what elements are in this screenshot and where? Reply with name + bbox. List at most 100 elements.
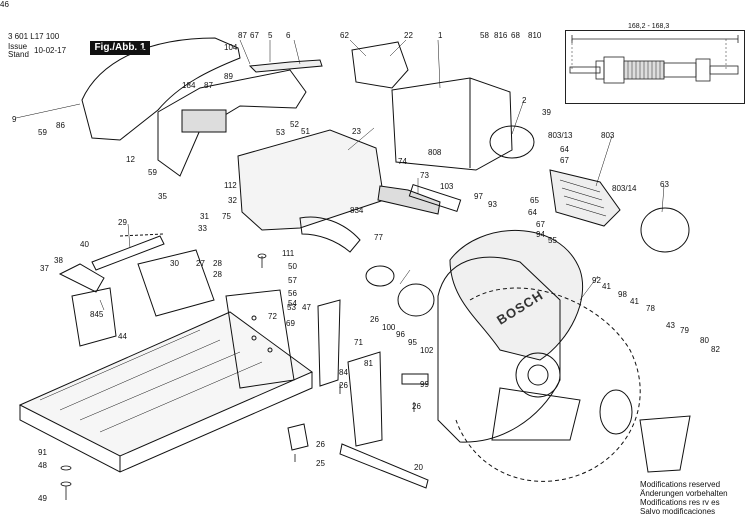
callout-number: 112: [224, 181, 237, 190]
callout-number: 55: [548, 236, 557, 245]
callout-number: 41: [602, 282, 611, 291]
handle-vent-grille: [181, 109, 227, 133]
callout-number: 31: [200, 212, 209, 221]
plate-84: [347, 351, 383, 447]
callout-number: 32: [228, 196, 237, 205]
note-fr: Modifications res rv es: [640, 498, 720, 507]
callout-number: 81: [364, 359, 373, 368]
callout-number: 49: [38, 494, 47, 503]
fence-bracket: [225, 289, 295, 389]
callout-number: 75: [222, 212, 231, 221]
callout-number: 103: [440, 182, 454, 191]
callout-number: 86: [56, 121, 65, 130]
callout-number: 65: [530, 196, 539, 205]
callout-number: 26: [412, 402, 421, 411]
label-20: [401, 373, 429, 385]
callout-number: 84: [339, 368, 348, 377]
callout-number: 816: [494, 31, 508, 40]
figure-label: Fig./Abb. 1: [90, 41, 150, 55]
flange-77: [365, 265, 395, 287]
callout-number: 4: [191, 81, 196, 90]
callout-number: 82: [711, 345, 720, 354]
callout-number: 29: [118, 218, 127, 227]
dimension-value: 168,2 - 168,3: [626, 23, 672, 30]
armature: [549, 169, 621, 227]
callout-number: 59: [38, 128, 47, 137]
brush-holder: [351, 41, 409, 89]
callout-number: 37: [40, 264, 49, 273]
callout-number: 56: [288, 289, 297, 298]
rail-92: [317, 299, 341, 387]
callout-number: 43: [666, 321, 675, 330]
callout-number: 834: [350, 206, 364, 215]
callout-number: 803/14: [612, 184, 637, 193]
callout-number: 87: [204, 81, 213, 90]
document-number: 3 601 L17 100: [8, 32, 60, 41]
callout-number: 62: [340, 31, 349, 40]
callout-number: 100: [382, 323, 396, 332]
spindle: [377, 185, 441, 215]
gear-housing: [237, 129, 385, 231]
handle-grip: [157, 69, 307, 177]
callout-number: 64: [528, 208, 537, 217]
callout-number: 5: [268, 31, 273, 40]
callout-number: 73: [420, 171, 429, 180]
callout-number: 6: [286, 31, 291, 40]
callout-number: 35: [158, 192, 167, 201]
callout-number: 58: [480, 31, 489, 40]
note-es: Salvo modificaciones: [640, 507, 716, 516]
blade-guard: [449, 230, 584, 361]
callout-number: 18: [182, 81, 191, 90]
callout-number: 95: [408, 338, 417, 347]
note-de: Änderungen vorbehalten: [640, 489, 728, 498]
callout-number: 28: [213, 270, 222, 279]
callout-number: 33: [198, 224, 207, 233]
callout-number: 51: [301, 127, 310, 136]
lower-guard: [437, 256, 561, 443]
callout-number: 94: [536, 230, 545, 239]
callout-number: 74: [398, 157, 407, 166]
vice-jaw: [71, 287, 117, 347]
callout-number: 67: [560, 156, 569, 165]
callout-number: 22: [404, 31, 413, 40]
callout-number: 68: [511, 31, 520, 40]
callout-number: 54: [288, 299, 297, 308]
callout-number: 25: [316, 459, 325, 468]
callout-number: 91: [38, 448, 47, 457]
callout-number: 72: [268, 312, 277, 321]
callout-number: 39: [542, 108, 551, 117]
vice-spindle: [91, 235, 165, 271]
bar-91: [339, 443, 429, 489]
callout-number: 845: [90, 310, 104, 319]
callout-number: 20: [414, 463, 423, 472]
callout-number: 53: [287, 303, 296, 312]
callout-number: 67: [536, 220, 545, 229]
callout-number: 87: [238, 31, 247, 40]
callout-number: 52: [290, 120, 299, 129]
callout-number: 89: [224, 72, 233, 81]
callout-number: 26: [339, 381, 348, 390]
callout-number: 808: [428, 148, 442, 157]
handle-part: [81, 37, 241, 141]
callout-number: 98: [618, 290, 627, 299]
issue-label: Issue: [8, 42, 28, 51]
callout-number: 30: [170, 259, 179, 268]
outer-flange-78: [599, 389, 633, 435]
callout-number: 59: [148, 168, 157, 177]
motor-field-coil: [489, 125, 535, 159]
callout-number: 803: [601, 131, 615, 140]
callout-number: 111: [282, 249, 295, 258]
callout-number: 104: [224, 43, 238, 52]
issue-date: 10-02-17: [34, 46, 67, 55]
callout-number: 79: [680, 326, 689, 335]
callout-number: 41: [630, 297, 639, 306]
callout-number: 96: [396, 330, 405, 339]
callout-number: 9: [12, 115, 17, 124]
bearing-99: [397, 283, 435, 317]
callout-number: 46: [0, 0, 9, 9]
callout-number: 102: [420, 346, 434, 355]
callout-number: 803/13: [548, 131, 573, 140]
callout-number: 810: [528, 31, 542, 40]
